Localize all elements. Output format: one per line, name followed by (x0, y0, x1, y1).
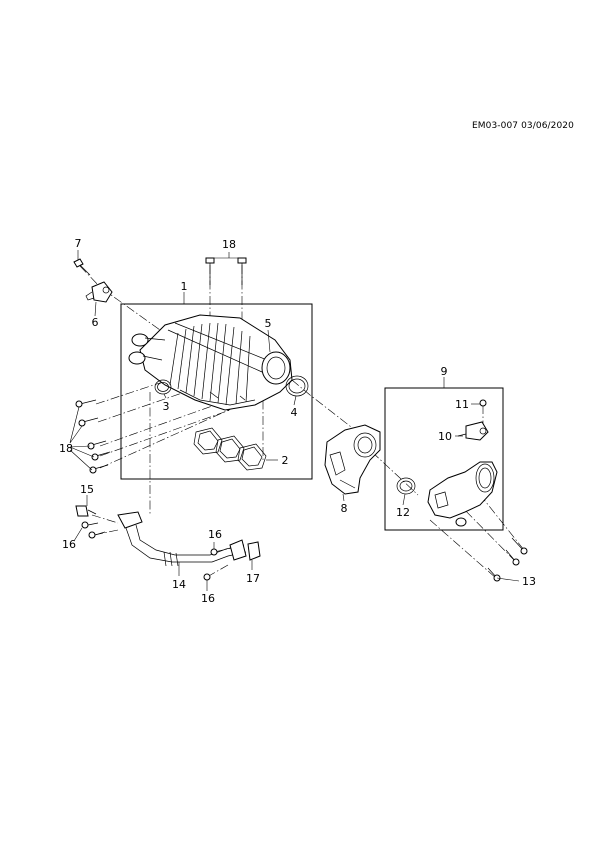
callout-7: 7 (75, 237, 82, 250)
coolant-pipe (117, 511, 247, 567)
callout-1: 1 (181, 280, 188, 293)
callout-9: 9 (441, 365, 448, 378)
assembly-centerlines (79, 265, 525, 579)
callout-15: 15 (80, 483, 94, 496)
pipe-fasteners (81, 521, 218, 581)
callout-16-left: 16 (62, 538, 76, 551)
pressure-sensor (85, 281, 113, 303)
callout-2: 2 (282, 454, 289, 467)
callout-14: 14 (172, 578, 186, 591)
adapter-gasket (396, 477, 416, 495)
callout-5: 5 (265, 317, 272, 330)
callout-4: 4 (291, 406, 298, 419)
callout-11: 11 (455, 398, 469, 411)
temperature-sensor (457, 421, 489, 441)
callout-10: 10 (438, 430, 452, 443)
callout-17: 17 (246, 572, 260, 585)
callout-18-left: 18 (59, 442, 73, 455)
sensor-bolt-small (479, 399, 487, 407)
throttle-body (324, 424, 381, 495)
throttle-adapter (427, 461, 498, 527)
callout-3: 3 (163, 400, 170, 413)
supercharger-bolts (75, 257, 247, 474)
supercharger-group-box (120, 303, 313, 480)
pipe-bracket (247, 541, 261, 561)
callout-16-top: 16 (208, 528, 222, 541)
callout-labels: 1 2 3 4 5 6 7 8 9 10 11 12 13 14 15 16 1… (59, 237, 536, 605)
sensor-bolt (73, 258, 91, 276)
callout-8: 8 (341, 502, 348, 515)
callout-12: 12 (396, 506, 410, 519)
callout-18-top: 18 (222, 238, 236, 251)
document-reference: EM03-007 03/06/2020 (472, 121, 574, 131)
callout-6: 6 (92, 316, 99, 329)
seal-ring (154, 379, 172, 395)
intake-gasket (193, 427, 267, 471)
throttle-gasket (285, 375, 309, 397)
leader-lines (69, 250, 520, 591)
callout-16-bottom: 16 (201, 592, 215, 605)
fitting (75, 505, 97, 517)
callout-13: 13 (522, 575, 536, 588)
